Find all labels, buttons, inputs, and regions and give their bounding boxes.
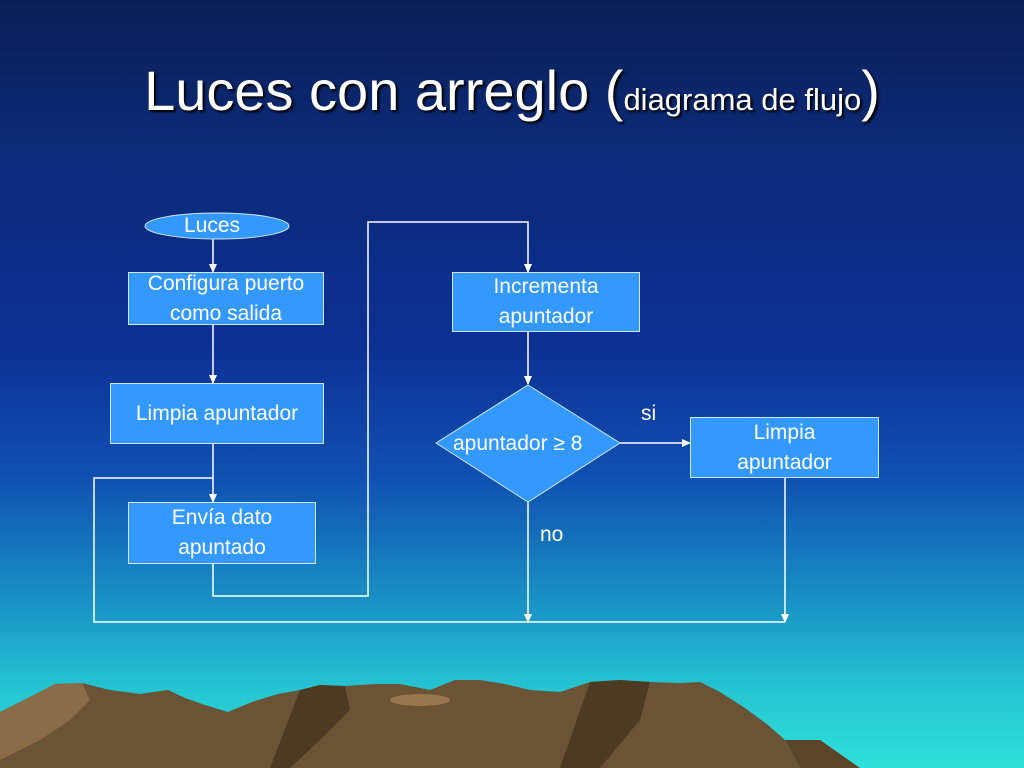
title-subtitle: diagrama de flujo (623, 82, 862, 117)
start-label: Luces (184, 214, 241, 237)
node-configura-puerto: Configura puerto como salida (128, 272, 324, 325)
edge-loop-back (93, 477, 785, 623)
title-main: Luces con arreglo ( (144, 59, 624, 122)
node-envia-dato: Envía dato apuntado (128, 502, 316, 564)
start-terminator (144, 212, 290, 240)
node-limpia-apuntador: Limpia apuntador (110, 383, 324, 444)
edge-label-yes: si (641, 402, 657, 425)
node-limpia-apuntador-2: Limpia apuntador (690, 417, 879, 478)
page-title: Luces con arreglo (diagrama de flujo) (0, 58, 1024, 123)
edge-label-no: no (540, 523, 564, 546)
edge-envia-incrementa (212, 221, 532, 597)
mountains (0, 680, 800, 768)
decision-diamond (435, 384, 621, 503)
title-close-paren: ) (861, 59, 880, 122)
decision-label: apuntador ≥ 8 (453, 432, 583, 455)
node-incrementa-apuntador: Incrementa apuntador (452, 272, 640, 332)
